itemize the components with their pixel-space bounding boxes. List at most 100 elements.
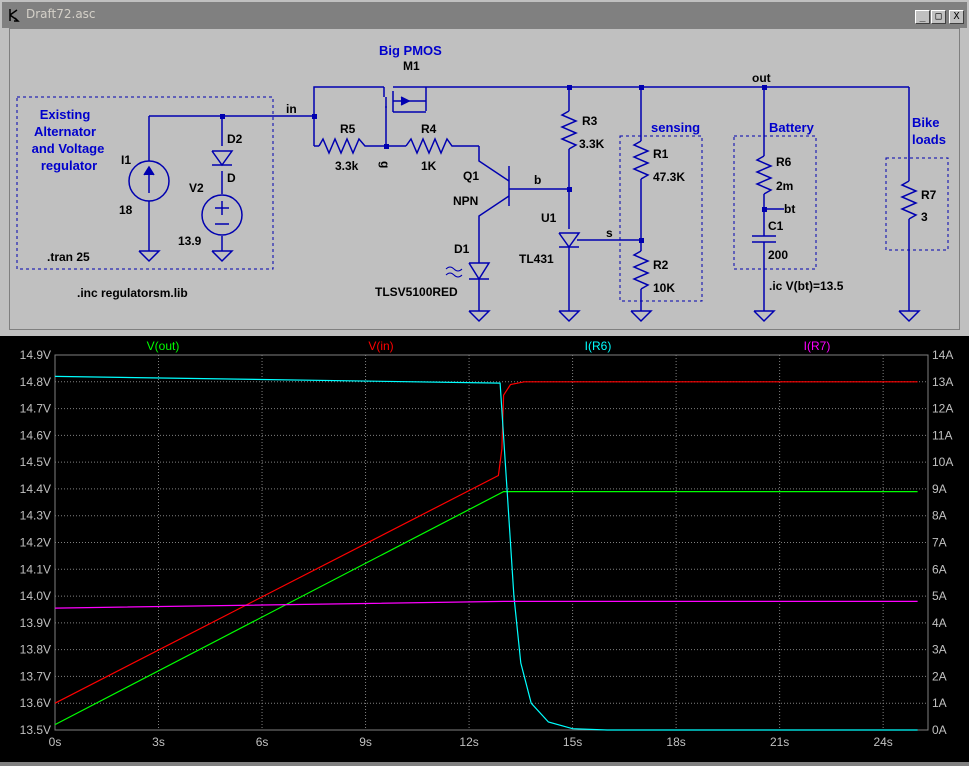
y-right-tick-label: 8A [932,509,947,523]
label-big-pmos: Big PMOS [379,43,442,58]
x-tick-label: 3s [152,735,165,749]
c1-name: C1 [768,219,784,233]
y-right-tick-label: 1A [932,696,947,710]
legend-ir7[interactable]: I(R7) [804,339,831,353]
minimize-button[interactable]: _ [915,10,930,24]
y-left-tick-label: 14.7V [20,402,51,416]
trace-ir7[interactable] [54,600,918,609]
q1-name: Q1 [463,169,479,183]
node-b-label: b [534,173,541,187]
x-tick-label: 21s [770,735,789,749]
trace-vin[interactable] [54,381,918,704]
x-tick-label: 15s [563,735,582,749]
sensing-box [619,135,703,302]
window-title: Draft72.asc [26,7,96,21]
x-tick-label: 9s [359,735,372,749]
legend-vout[interactable]: V(out) [147,339,180,353]
y-right-tick-label: 5A [932,589,947,603]
r1-value: 47.3K [653,170,685,184]
label-existing-1: Existing [40,107,91,122]
node-in-label: in [286,102,297,116]
schematic-pane[interactable]: Big PMOS sensing Battery Bike loads Exis… [9,28,960,330]
y-right-tick-label: 13A [932,375,953,389]
junction-dot [762,207,767,212]
label-sensing: sensing [651,120,700,135]
r6-value: 2m [776,179,793,193]
r4-value: 1K [421,159,437,173]
r7-value: 3 [921,210,928,224]
r5-value: 3.3k [335,159,359,173]
legend-ir6[interactable]: I(R6) [585,339,612,353]
node-out-label: out [752,71,771,85]
x-tick-label: 24s [873,735,892,749]
x-tick-label: 6s [256,735,269,749]
q1-value: NPN [453,194,478,208]
trace-ir6[interactable] [54,375,918,731]
node-bt-label: bt [784,202,795,216]
junction-dot [567,85,572,90]
i1-value: 18 [119,203,133,217]
junction-dot [567,187,572,192]
y-left-tick-label: 14.1V [20,562,51,576]
label-bike-1: Bike [912,115,939,130]
title-bar[interactable]: Draft72.asc _ □ X [2,2,967,28]
d1-name: D1 [454,242,470,256]
x-tick-label: 12s [459,735,478,749]
m1-name: M1 [403,59,420,73]
y-left-tick-label: 13.9V [20,616,51,630]
c1-value: 200 [768,248,788,262]
plot-frame [54,354,929,731]
maximize-button[interactable]: □ [931,10,946,24]
y-left-tick-label: 13.8V [20,643,51,657]
d1-value: TLSV5100RED [375,285,458,299]
x-tick-label: 18s [666,735,685,749]
y-right-tick-label: 12A [932,402,953,416]
r1-name: R1 [653,147,669,161]
y-left-tick-label: 14.5V [20,455,51,469]
node-g-label: g [378,161,392,168]
r2-name: R2 [653,258,669,272]
label-bike-2: loads [912,132,946,147]
inc-directive: .inc regulatorsm.lib [77,286,188,300]
y-left-tick-label: 14.6V [20,428,51,442]
legend-vin[interactable]: V(in) [368,339,393,353]
d2-value: D [227,171,236,185]
d2-name: D2 [227,132,243,146]
y-right-tick-label: 0A [932,723,947,737]
junction-dot [312,114,317,119]
y-right-tick-label: 14A [932,348,953,362]
u1-name: U1 [541,211,557,225]
y-right-tick-label: 9A [932,482,947,496]
y-right-tick-label: 3A [932,643,947,657]
y-right-tick-label: 6A [932,562,947,576]
u1-value: TL431 [519,252,554,266]
y-left-tick-label: 14.8V [20,375,51,389]
ic-directive: .ic V(bt)=13.5 [769,279,844,293]
junction-dot [762,85,767,90]
label-existing-3: and Voltage [32,141,105,156]
r5-name: R5 [340,122,356,136]
close-button[interactable]: X [949,10,964,24]
r2-value: 10K [653,281,675,295]
y-left-tick-label: 14.9V [20,348,51,362]
y-right-tick-label: 4A [932,616,947,630]
schematic-canvas[interactable]: Big PMOS sensing Battery Bike loads Exis… [10,29,961,331]
junction-dot [220,114,225,119]
label-battery: Battery [769,120,815,135]
y-left-tick-label: 13.6V [20,696,51,710]
junction-dot [384,144,389,149]
y-left-tick-label: 14.0V [20,589,51,603]
loads-box [885,157,949,251]
y-right-tick-label: 11A [932,428,952,442]
y-right-tick-label: 2A [932,669,947,683]
junction-dot [639,85,644,90]
v2-value: 13.9 [178,234,202,248]
y-left-tick-label: 14.3V [20,509,51,523]
r7-name: R7 [921,188,937,202]
trace-vout[interactable] [54,491,918,726]
y-left-tick-label: 13.7V [20,669,51,683]
r6-name: R6 [776,155,792,169]
x-tick-label: 0s [49,735,62,749]
